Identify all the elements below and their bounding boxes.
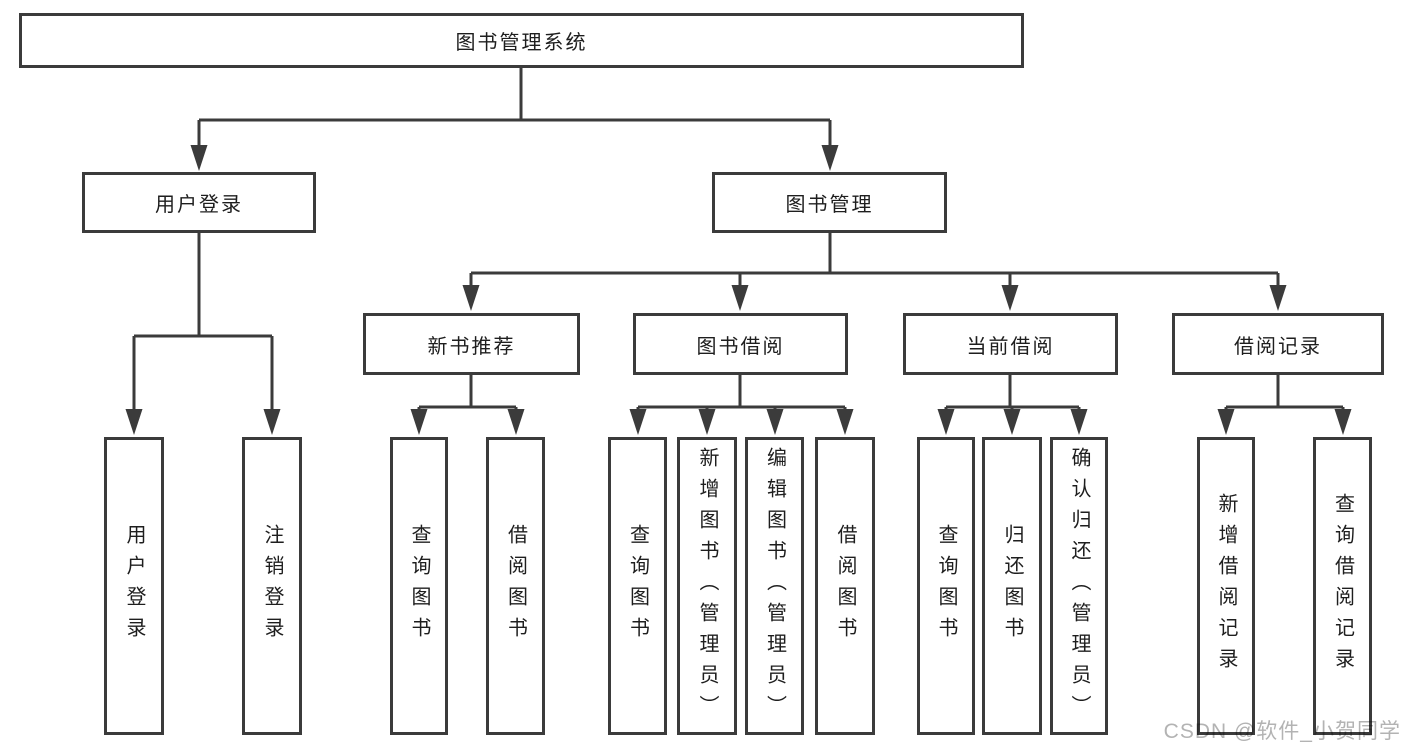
node-label: 当前借阅 — [966, 335, 1055, 358]
node-leaf-logout: 注销登录 — [242, 437, 302, 735]
node-leaf-user-login: 用户登录 — [104, 437, 164, 735]
node-leaf-query-books-current: 查询图书 — [917, 437, 975, 735]
node-borrowing-records: 借阅记录 — [1172, 313, 1384, 375]
node-leaf-confirm-return-admin: 确认归还（管理员） — [1050, 437, 1108, 735]
node-leaf-add-borrow-record: 新增借阅记录 — [1197, 437, 1255, 735]
node-leaf-query-borrow-record: 查询借阅记录 — [1313, 437, 1372, 735]
node-label: 归还图书 — [1001, 524, 1023, 648]
connector-book-borrowing-to-leaves — [629, 375, 854, 435]
node-book-borrowing: 图书借阅 — [633, 313, 848, 375]
connector-borrowing-records-to-leaves — [1217, 375, 1352, 435]
node-label: 用户登录 — [155, 194, 243, 216]
node-leaf-borrow-books: 借阅图书 — [815, 437, 875, 735]
node-label: 查询图书 — [935, 524, 957, 648]
connector-root-to-level2 — [190, 68, 839, 171]
node-label: 确认归还（管理员） — [1068, 446, 1090, 726]
node-label: 查询借阅记录 — [1331, 493, 1354, 679]
node-label: 用户登录 — [123, 524, 145, 648]
node-leaf-borrow-books-recommend: 借阅图书 — [486, 437, 545, 735]
node-label: 图书管理 — [785, 194, 874, 216]
node-label: 查询图书 — [408, 524, 430, 648]
node-leaf-edit-books-admin: 编辑图书（管理员） — [745, 437, 804, 735]
node-library-management-system: 图书管理系统 — [19, 13, 1024, 68]
node-leaf-add-books-admin: 新增图书（管理员） — [677, 437, 737, 735]
node-leaf-query-books-borrowing: 查询图书 — [608, 437, 667, 735]
node-current-borrowing: 当前借阅 — [903, 313, 1118, 375]
node-label: 借阅图书 — [504, 524, 527, 648]
node-label: 新增图书（管理员） — [696, 446, 718, 726]
connector-user-login-to-leaves — [125, 233, 281, 435]
node-leaf-query-books-recommend: 查询图书 — [390, 437, 448, 735]
node-label: 注销登录 — [261, 524, 283, 648]
node-label: 查询图书 — [626, 524, 649, 648]
node-new-book-recommend: 新书推荐 — [363, 313, 580, 375]
node-label: 新增借阅记录 — [1215, 493, 1237, 679]
node-label: 图书借阅 — [696, 335, 785, 358]
connector-book-management-to-level3 — [462, 233, 1287, 311]
node-label: 编辑图书（管理员） — [763, 446, 786, 726]
node-label: 借阅记录 — [1234, 335, 1322, 358]
connector-current-borrowing-to-leaves — [937, 375, 1088, 435]
node-label: 图书管理系统 — [455, 32, 588, 54]
node-label: 借阅图书 — [834, 524, 856, 648]
node-book-management: 图书管理 — [712, 172, 947, 233]
node-leaf-return-books: 归还图书 — [982, 437, 1042, 735]
node-label: 新书推荐 — [427, 335, 516, 358]
node-user-login: 用户登录 — [82, 172, 316, 233]
connector-new-book-recommend-to-leaves — [410, 375, 525, 435]
watermark: CSDN @软件_小贺同学 — [1163, 720, 1401, 743]
